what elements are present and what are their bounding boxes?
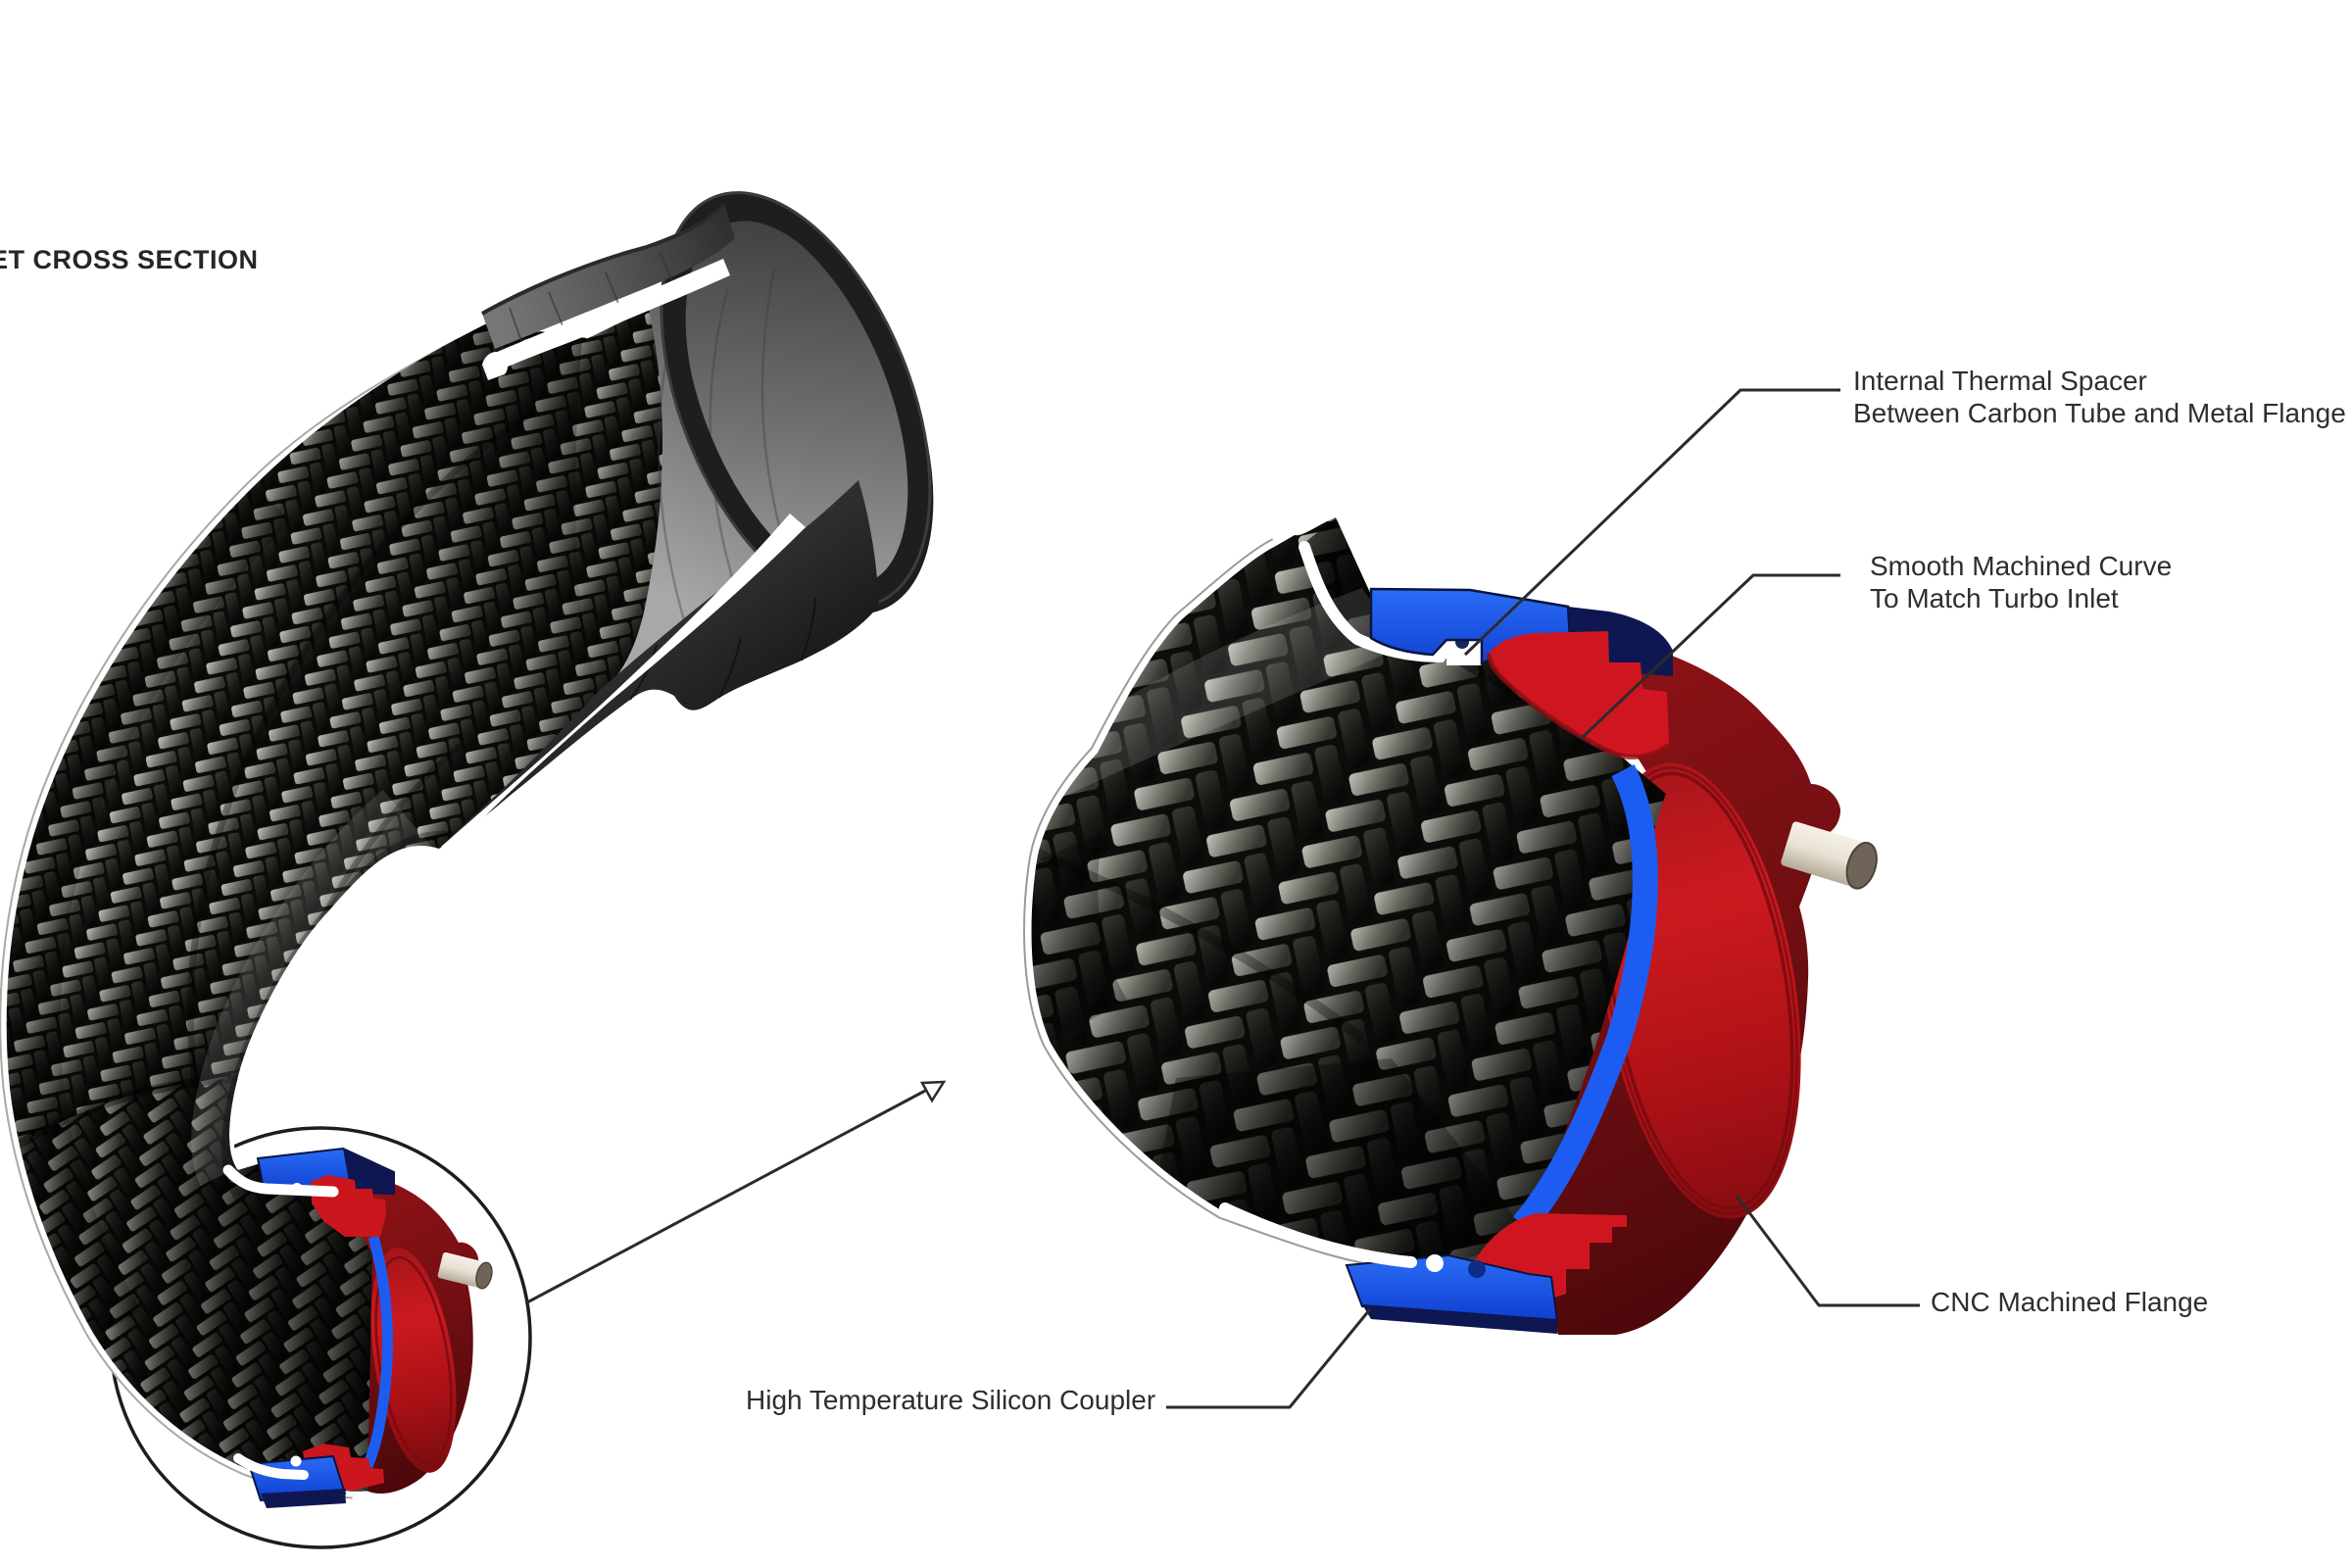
svg-text:High Temperature Silicon Coupl: High Temperature Silicon Coupler	[746, 1385, 1155, 1415]
svg-text:ET CROSS SECTION: ET CROSS SECTION	[0, 245, 259, 274]
svg-text:Internal Thermal Spacer: Internal Thermal Spacer	[1853, 366, 2147, 396]
svg-text:CNC Machined Flange: CNC Machined Flange	[1931, 1287, 2208, 1317]
svg-text:To Match Turbo Inlet: To Match Turbo Inlet	[1870, 583, 2119, 613]
svg-text:Between Carbon Tube and Metal: Between Carbon Tube and Metal Flange	[1853, 398, 2346, 428]
svg-text:Smooth Machined Curve: Smooth Machined Curve	[1870, 551, 2172, 581]
